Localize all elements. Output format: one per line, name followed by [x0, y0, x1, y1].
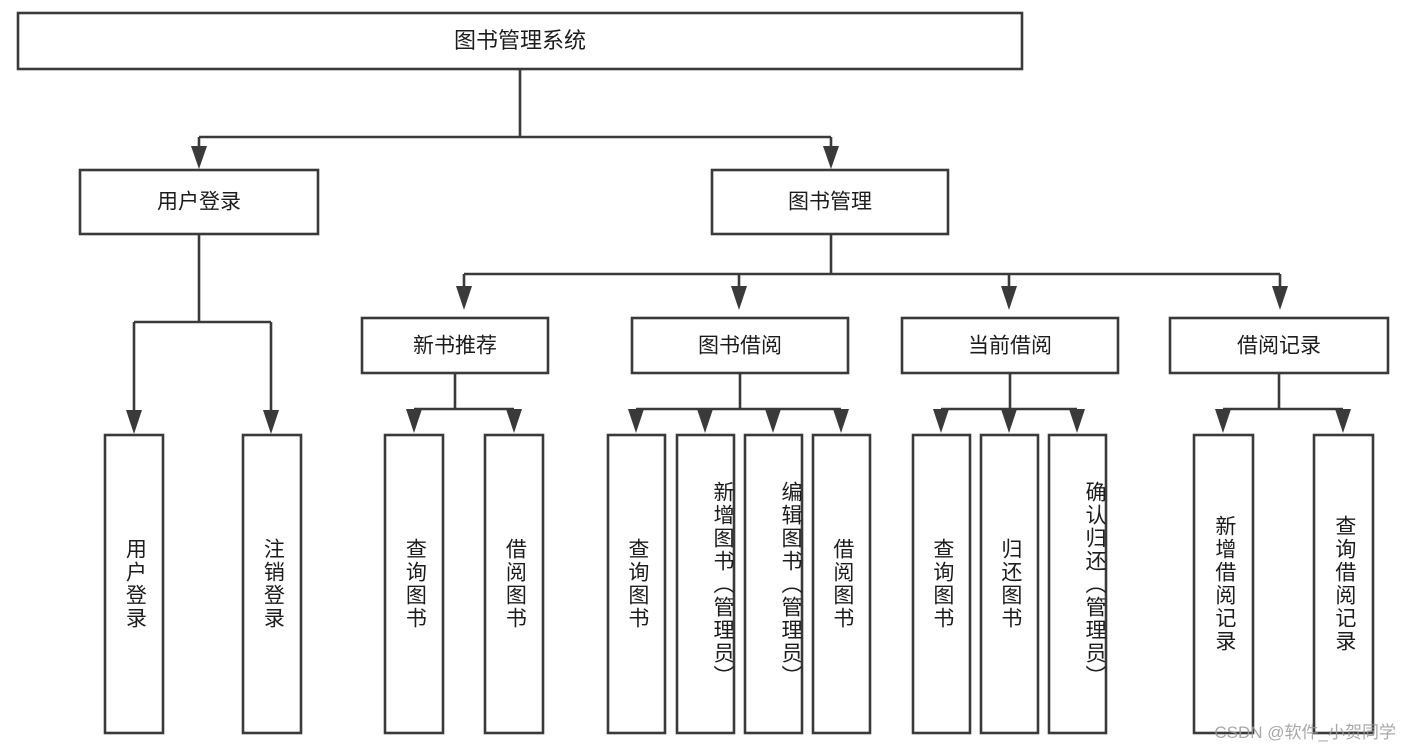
arrow-head-leaf-user-login [126, 410, 142, 434]
node-book-borrow[interactable]: 图书借阅 [630, 316, 850, 375]
arrow-head-leaf-add-book [697, 409, 713, 433]
leaf-query-book-3-box[interactable] [911, 433, 972, 735]
node-borrow-record-label: 借阅记录 [1237, 335, 1321, 358]
arrow-head-leaf-query-book-3 [933, 409, 949, 433]
leaf-borrow-book-2-box[interactable] [811, 433, 872, 735]
arrow-head-leaf-borrow-book-1 [506, 409, 522, 433]
node-root[interactable]: 图书管理系统 [16, 11, 1024, 71]
leaf-logout-login-box[interactable] [241, 433, 303, 735]
connector-group-book-management-to-level3 [456, 234, 1288, 310]
arrow-head-leaf-query-book-2 [628, 409, 644, 433]
connector-group-root-to-level2 [191, 69, 839, 169]
leaf-return-book-box[interactable] [979, 433, 1040, 735]
node-user-login-box[interactable] [78, 168, 320, 236]
arrow-head-current-borrow [1001, 286, 1017, 310]
node-book-management-box[interactable] [710, 168, 950, 236]
arrow-head-leaf-add-record [1215, 409, 1231, 433]
connector-group-borrow-record-to-leaves [1215, 373, 1351, 433]
arrow-head-book-borrow [731, 286, 747, 310]
node-book-borrow-box[interactable] [630, 316, 850, 375]
node-user-login[interactable]: 用户登录 [78, 168, 320, 236]
leaf-edit-book-box[interactable] [743, 433, 804, 735]
arrow-head-new-book-recommend [456, 286, 472, 310]
node-new-book-recommend-label: 新书推荐 [413, 335, 497, 358]
node-borrow-record[interactable]: 借阅记录 [1168, 316, 1390, 375]
leaf-query-book-2-box[interactable] [606, 433, 667, 735]
connector-group-current-borrow-to-leaves [933, 373, 1085, 433]
leaf-confirm-return-box[interactable] [1047, 433, 1108, 735]
leaf-add-book-box[interactable] [675, 433, 736, 735]
arrow-head-leaf-logout-login [263, 410, 279, 434]
node-user-login-label: 用户登录 [157, 191, 241, 214]
arrow-head-leaf-query-record [1335, 409, 1351, 433]
node-book-management-label: 图书管理 [788, 191, 872, 214]
leaf-user-login-box[interactable] [103, 433, 165, 735]
leaf-query-record-box[interactable] [1312, 433, 1375, 735]
arrow-head-leaf-return-book [1001, 409, 1017, 433]
arrow-head-user-login [191, 146, 207, 169]
connector-group-book-borrow-to-leaves [628, 373, 849, 433]
arrow-head-leaf-borrow-book-2 [833, 409, 849, 433]
leaf-query-book-1-box[interactable] [383, 433, 445, 735]
node-new-book-recommend-box[interactable] [360, 316, 550, 375]
arrow-head-borrow-record [1272, 286, 1288, 310]
arrow-head-book-management [823, 146, 839, 169]
node-new-book-recommend[interactable]: 新书推荐 [360, 316, 550, 375]
leaf-add-record-box[interactable] [1192, 433, 1255, 735]
node-current-borrow-label: 当前借阅 [968, 335, 1052, 358]
csdn-watermark: CSDN @软件_小贺同学 [1214, 723, 1396, 742]
arrow-head-leaf-edit-book [765, 409, 781, 433]
node-book-management[interactable]: 图书管理 [710, 168, 950, 236]
leaf-borrow-book-1-box[interactable] [483, 433, 545, 735]
arrow-head-leaf-confirm-return [1069, 409, 1085, 433]
node-borrow-record-box[interactable] [1168, 316, 1390, 375]
connector-group-new-book-recommend-to-leaves [406, 373, 522, 433]
node-current-borrow[interactable]: 当前借阅 [900, 316, 1120, 375]
leaf-boxes-group [103, 433, 1375, 735]
node-book-borrow-label: 图书借阅 [698, 335, 782, 358]
node-current-borrow-box[interactable] [900, 316, 1120, 375]
node-root-label: 图书管理系统 [454, 28, 586, 53]
arrow-head-leaf-query-book-1 [406, 409, 422, 433]
connector-group-user-login-to-leaves [126, 234, 279, 434]
node-root-box[interactable] [16, 11, 1024, 71]
